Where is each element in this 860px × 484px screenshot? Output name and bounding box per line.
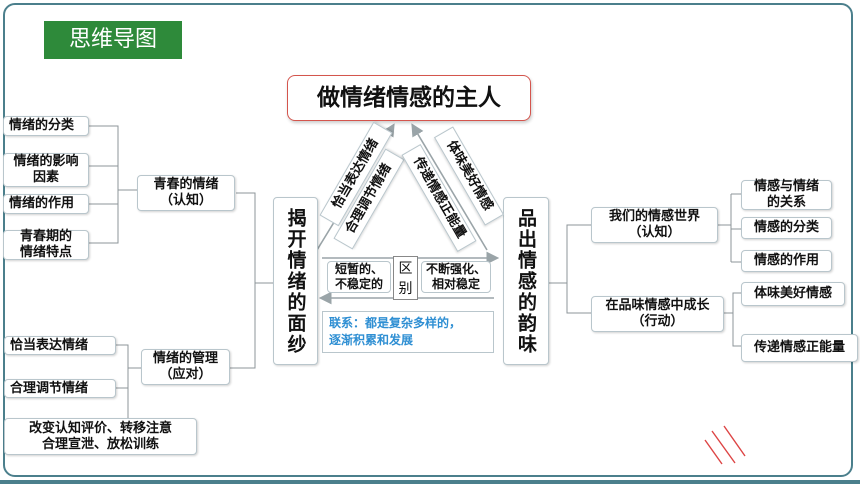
- management-node: 情绪的管理（应对）: [141, 349, 230, 385]
- methods-box: 改变认知评价、转移注意合理宣泄、放松训练: [4, 418, 197, 455]
- main-title: 做情绪情感的主人: [287, 75, 531, 121]
- item-transmit-energy: 传递情感正能量: [741, 334, 858, 362]
- emotion-feature: 短暂的、不稳定的: [327, 261, 391, 293]
- item-regulate-emotion: 合理调节情绪: [4, 379, 116, 398]
- item-emotion-types: 情绪的分类: [3, 116, 89, 136]
- feeling-world-node: 我们的情感世界（认知）: [591, 207, 718, 243]
- connection-note: 联系：都是复杂多样的，逐渐积累和发展: [322, 311, 494, 353]
- column-feeling-taste: 品出情感的韵味: [503, 197, 549, 365]
- item-emotion-factors: 情绪的影响因素: [3, 153, 89, 187]
- column-emotion-veil: 揭开情绪的面纱: [273, 197, 318, 365]
- feeling-feature: 不断强化、相对稳定: [421, 261, 491, 293]
- difference-label: 区别: [393, 256, 418, 300]
- grow-node: 在品味情感中成长（行动）: [591, 296, 724, 332]
- item-feeling-types: 情感的分类: [741, 217, 832, 239]
- item-feeling-relation: 情感与情绪的关系: [741, 179, 832, 210]
- item-emotion-functions: 情绪的作用: [3, 194, 89, 214]
- bottom-bar: [0, 480, 860, 484]
- item-teen-emotion: 青春期的情绪特点: [3, 229, 89, 260]
- mindmap-tag: 思维导图: [44, 21, 182, 59]
- youth-emotion-node: 青春的情绪（认知）: [137, 175, 235, 211]
- item-savor-feelings: 体味美好情感: [741, 282, 845, 306]
- item-express-emotion: 恰当表达情绪: [4, 336, 116, 355]
- item-feeling-functions: 情感的作用: [741, 250, 832, 272]
